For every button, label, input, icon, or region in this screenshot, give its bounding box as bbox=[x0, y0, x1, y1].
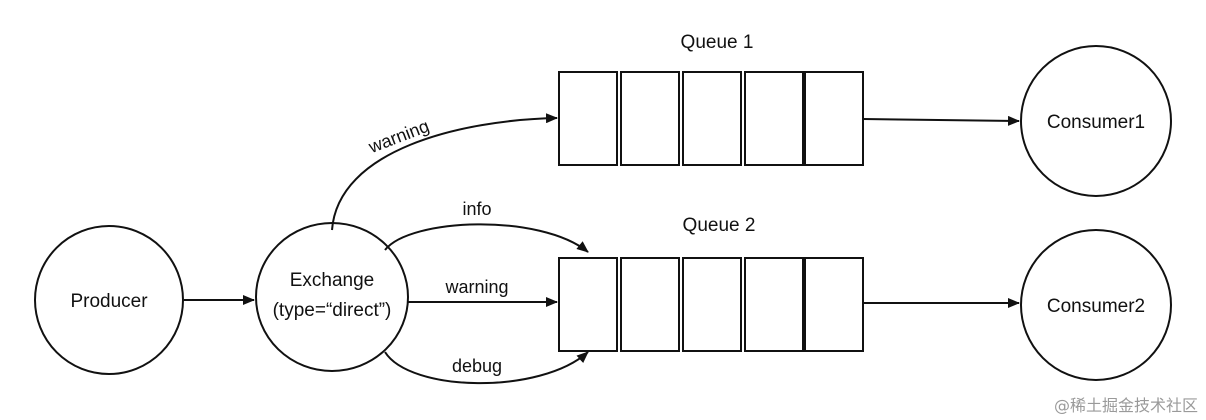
queue-1-slot bbox=[620, 71, 680, 166]
exchange-type-label: (type=“direct”) bbox=[273, 300, 392, 321]
queue-2: Queue 2 bbox=[558, 215, 864, 352]
queue-2-slot bbox=[804, 257, 864, 352]
producer-label: Producer bbox=[70, 291, 148, 312]
exchange-node: Exchange (type=“direct”) bbox=[255, 222, 409, 372]
queue1-to-consumer1-arrow bbox=[862, 115, 1020, 126]
queue-1: Queue 1 bbox=[558, 32, 864, 166]
queue-1-slot bbox=[804, 71, 864, 166]
consumer2-node: Consumer2 bbox=[1020, 229, 1172, 381]
queue-2-title: Queue 2 bbox=[683, 215, 756, 236]
binding-debug-queue2-label: debug bbox=[452, 356, 502, 376]
queue-2-slot bbox=[682, 257, 742, 352]
queue-2-slot bbox=[620, 257, 680, 352]
consumer1-label: Consumer1 bbox=[1047, 112, 1145, 133]
consumer2-label: Consumer2 bbox=[1047, 296, 1145, 317]
consumer1-circle bbox=[1020, 45, 1172, 197]
binding-debug-queue2-arrow bbox=[384, 351, 589, 385]
exchange-ellipse bbox=[255, 222, 409, 372]
consumer2-circle bbox=[1020, 229, 1172, 381]
consumer1-node: Consumer1 bbox=[1020, 45, 1172, 197]
binding-warning-queue1-label: warning bbox=[365, 116, 432, 158]
queue-1-title: Queue 1 bbox=[681, 32, 754, 53]
producer-circle bbox=[34, 225, 184, 375]
queue-2-slot bbox=[744, 257, 804, 352]
queue-1-slot bbox=[558, 71, 618, 166]
queue-1-slot bbox=[682, 71, 742, 166]
binding-warning-queue1-arrow bbox=[331, 113, 558, 231]
watermark-text: @稀土掘金技术社区 bbox=[1053, 396, 1198, 415]
queue-1-slot bbox=[744, 71, 804, 166]
binding-info-queue2-arrow bbox=[384, 223, 589, 253]
queue-2-slot bbox=[558, 257, 618, 352]
binding-info-queue2-label: info bbox=[462, 199, 491, 219]
binding-warning-queue2-label: warning bbox=[444, 277, 508, 297]
exchange-name-label: Exchange bbox=[290, 270, 375, 291]
producer-node: Producer bbox=[34, 225, 184, 375]
